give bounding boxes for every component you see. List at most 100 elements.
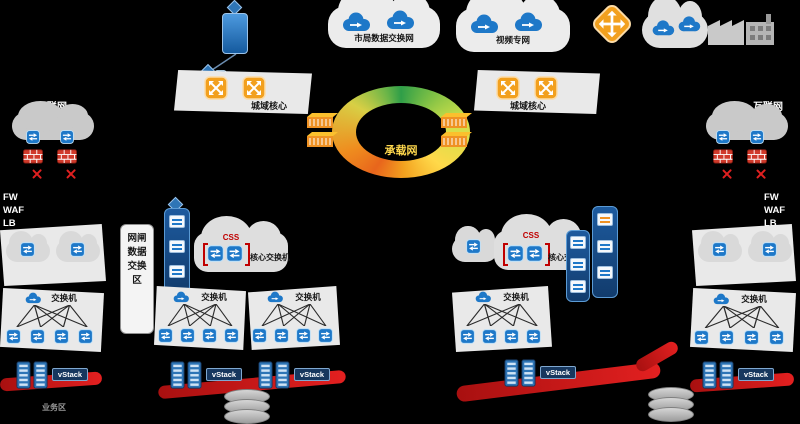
core-switch-3d-icon xyxy=(436,112,474,130)
gate-area-label: 数据交换区 xyxy=(127,247,147,286)
switch-zone-label: 交换机 xyxy=(201,292,227,302)
switch-zone-label: 交换机 xyxy=(295,292,321,302)
server-cabinet-icon xyxy=(521,358,536,388)
switch-icon xyxy=(769,330,784,345)
server-cabinet-icon xyxy=(719,360,734,390)
mesh-links xyxy=(160,304,240,326)
core-switch-icon xyxy=(226,245,243,262)
mesh-links xyxy=(8,305,96,327)
switch-icon xyxy=(180,328,195,343)
router-icon xyxy=(496,76,520,100)
security-device-icon xyxy=(169,265,185,278)
fw-label-right: FW xyxy=(764,192,779,203)
core-switch-icon xyxy=(507,245,524,262)
switch-icon xyxy=(30,329,45,344)
css-cluster-label: CSS xyxy=(522,231,540,240)
switch-icon xyxy=(274,328,289,343)
core-switch-cloud xyxy=(194,216,288,272)
database-cylinder-icon xyxy=(224,409,270,424)
firewall-icon xyxy=(712,147,734,164)
switch-icon xyxy=(70,242,85,257)
cloud-switch-icon xyxy=(384,10,416,30)
zone-a-caption: 业务区 xyxy=(42,403,66,412)
switch-icon xyxy=(762,242,777,257)
firewall-icon xyxy=(22,147,44,164)
router-icon xyxy=(204,76,228,100)
switch-icon xyxy=(526,329,541,344)
metro-core-right-label: 城域核心 xyxy=(509,101,546,111)
lb-label-right: LB xyxy=(764,218,777,229)
cluster-bracket xyxy=(503,243,508,266)
edge-switch-icon xyxy=(716,130,730,144)
edge-switch-icon xyxy=(60,130,74,144)
campus-buildings-icon xyxy=(704,12,780,46)
security-device-icon xyxy=(169,215,185,228)
vstack-badge: vStack xyxy=(540,366,576,379)
server-cabinet-icon xyxy=(187,360,202,390)
firewall-icon xyxy=(56,147,78,164)
mesh-links xyxy=(458,304,546,326)
server-cabinet-icon xyxy=(504,358,519,388)
metro-core-left-label: 城域核心 xyxy=(250,101,287,111)
security-device-icon xyxy=(597,266,613,279)
block-x-icon xyxy=(65,168,77,180)
cloud-switch-icon xyxy=(512,12,544,32)
core-switch-3d-icon xyxy=(302,112,340,130)
switch-icon xyxy=(158,328,173,343)
cluster-bracket xyxy=(245,243,250,266)
cluster-bracket xyxy=(203,243,208,266)
switch-zone-label: 交换机 xyxy=(741,294,767,304)
security-device-icon xyxy=(570,258,586,271)
switch-icon xyxy=(78,329,93,344)
mesh-links xyxy=(696,306,788,328)
switch-icon xyxy=(719,330,734,345)
switch-icon xyxy=(482,329,497,344)
network-tower-icon xyxy=(222,13,248,54)
ring-label: 承载网 xyxy=(384,145,418,157)
block-x-icon xyxy=(31,168,43,180)
lb-label-left: LB xyxy=(3,218,16,229)
switch-icon xyxy=(252,328,267,343)
cloud-switch-icon xyxy=(474,291,492,303)
cloud-switch-icon xyxy=(340,12,372,32)
cloud-switch-icon xyxy=(266,291,284,303)
core-switch-icon xyxy=(526,245,543,262)
router-icon xyxy=(534,76,558,100)
switch-icon xyxy=(296,328,311,343)
fw-label-left: FW xyxy=(3,192,18,203)
security-device-icon xyxy=(597,213,613,226)
gate-title: 网闸 xyxy=(127,233,147,244)
server-cabinet-icon xyxy=(170,360,185,390)
waf-label-right: WAF xyxy=(764,205,786,216)
switch-zone-label: 交换机 xyxy=(503,292,529,302)
security-device-icon xyxy=(570,280,586,293)
city-exchange-label: 市局数据交换网 xyxy=(354,33,414,43)
router-icon xyxy=(242,76,266,100)
switch-icon xyxy=(744,330,759,345)
waf-label-left: WAF xyxy=(3,205,25,216)
switch-icon xyxy=(224,328,239,343)
switch-icon xyxy=(460,329,475,344)
cloud-switch-icon xyxy=(468,14,500,34)
switch-icon xyxy=(694,330,709,345)
switch-icon xyxy=(20,242,35,257)
security-device-icon xyxy=(570,236,586,249)
vstack-badge: vStack xyxy=(738,368,774,381)
internet-left-cloud xyxy=(12,100,94,140)
switch-icon xyxy=(466,239,481,254)
city-exchange-cloud xyxy=(328,0,440,48)
firewall-icon xyxy=(746,147,768,164)
server-cabinet-icon xyxy=(258,360,273,390)
gate-box xyxy=(120,224,154,334)
database-cylinder-icon xyxy=(648,407,694,422)
vstack-badge: vStack xyxy=(206,368,242,381)
switch-zone-label: 交换机 xyxy=(51,293,77,303)
css-cluster-label: CSS xyxy=(222,233,240,242)
switch-icon xyxy=(6,329,21,344)
server-cabinet-icon xyxy=(16,360,31,390)
block-x-icon xyxy=(721,168,733,180)
edge-switch-icon xyxy=(26,130,40,144)
switch-icon xyxy=(318,328,333,343)
security-device-icon xyxy=(597,240,613,253)
